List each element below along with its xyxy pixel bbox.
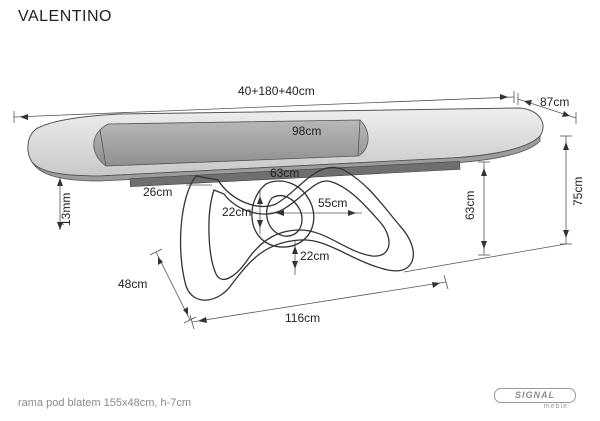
label-height-total: 75cm — [571, 177, 585, 206]
dimension-labels: 40+180+40cm 87cm 98cm 13mm 75cm 63cm 63c… — [59, 84, 585, 325]
label-inner-width: 98cm — [292, 124, 321, 138]
base-twist — [251, 180, 315, 248]
table-top-edge — [31, 134, 541, 182]
label-base-depth: 48cm — [118, 277, 147, 291]
product-title: VALENTINO — [18, 8, 112, 25]
label-base-length: 116cm — [285, 311, 320, 325]
brand-name: SIGNAL — [494, 388, 576, 403]
label-gap-top: 26cm — [143, 185, 172, 199]
dimension-arrowheads — [20, 94, 570, 323]
extension-seam-left — [99, 129, 107, 167]
label-total-length: 40+180+40cm — [238, 84, 315, 98]
label-depth: 87cm — [540, 95, 569, 109]
label-gap-mid: 22cm — [222, 205, 251, 219]
base-twist-inner — [266, 195, 303, 237]
frame-footnote: rama pod blatem 155x48cm, h-7cm — [18, 397, 192, 409]
label-inner-loop: 55cm — [318, 196, 347, 210]
table-top-inner-panel — [93, 119, 369, 167]
brand-subtitle: meble — [543, 403, 568, 410]
label-top-thickness: 13mm — [59, 193, 73, 226]
extension-seam-right — [357, 119, 361, 157]
table-top — [27, 107, 544, 187]
under-frame — [129, 161, 461, 187]
base-outer-loop — [179, 166, 414, 301]
label-base-width-top: 63cm — [270, 166, 299, 180]
label-gap-low: 22cm — [300, 249, 329, 263]
label-base-height: 63cm — [463, 191, 477, 220]
brand-logo: SIGNAL meble — [494, 388, 576, 410]
table-base — [179, 166, 414, 301]
